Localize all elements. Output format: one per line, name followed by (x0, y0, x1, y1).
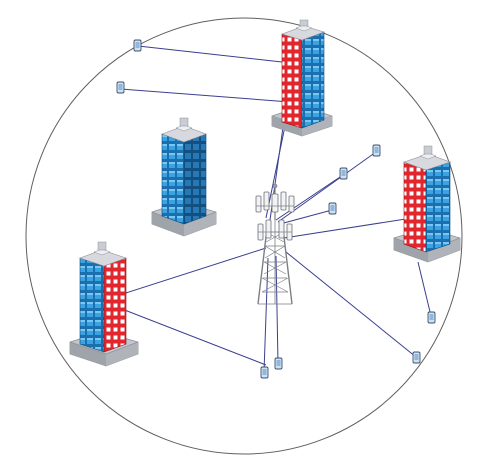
link-line (103, 301, 267, 366)
mobile-device-icon (372, 144, 381, 157)
link-line (285, 251, 417, 358)
link-line (120, 88, 291, 103)
mobile-device-icon (260, 366, 269, 379)
link-line (137, 45, 283, 63)
mobile-device-icon (339, 167, 348, 180)
link-line (275, 255, 279, 364)
office-building-icon (271, 19, 333, 137)
mobile-device-icon (427, 311, 436, 324)
office-building-icon (393, 145, 461, 263)
mobile-device-icon (133, 39, 142, 52)
link-line (275, 174, 344, 221)
coverage-area-circle (25, 17, 463, 455)
mobile-device-icon (412, 351, 421, 364)
office-building-icon (69, 241, 139, 367)
mobile-device-icon (328, 202, 337, 215)
office-building-icon (151, 117, 217, 237)
link-line (263, 257, 269, 373)
link-line (283, 217, 413, 239)
mobile-device-icon (274, 357, 283, 370)
mobile-devices (116, 39, 436, 379)
link-line (103, 247, 267, 301)
link-line (417, 261, 432, 317)
link-line (279, 209, 333, 225)
mobile-device-icon (116, 81, 125, 94)
cell-tower-icon (255, 183, 295, 305)
